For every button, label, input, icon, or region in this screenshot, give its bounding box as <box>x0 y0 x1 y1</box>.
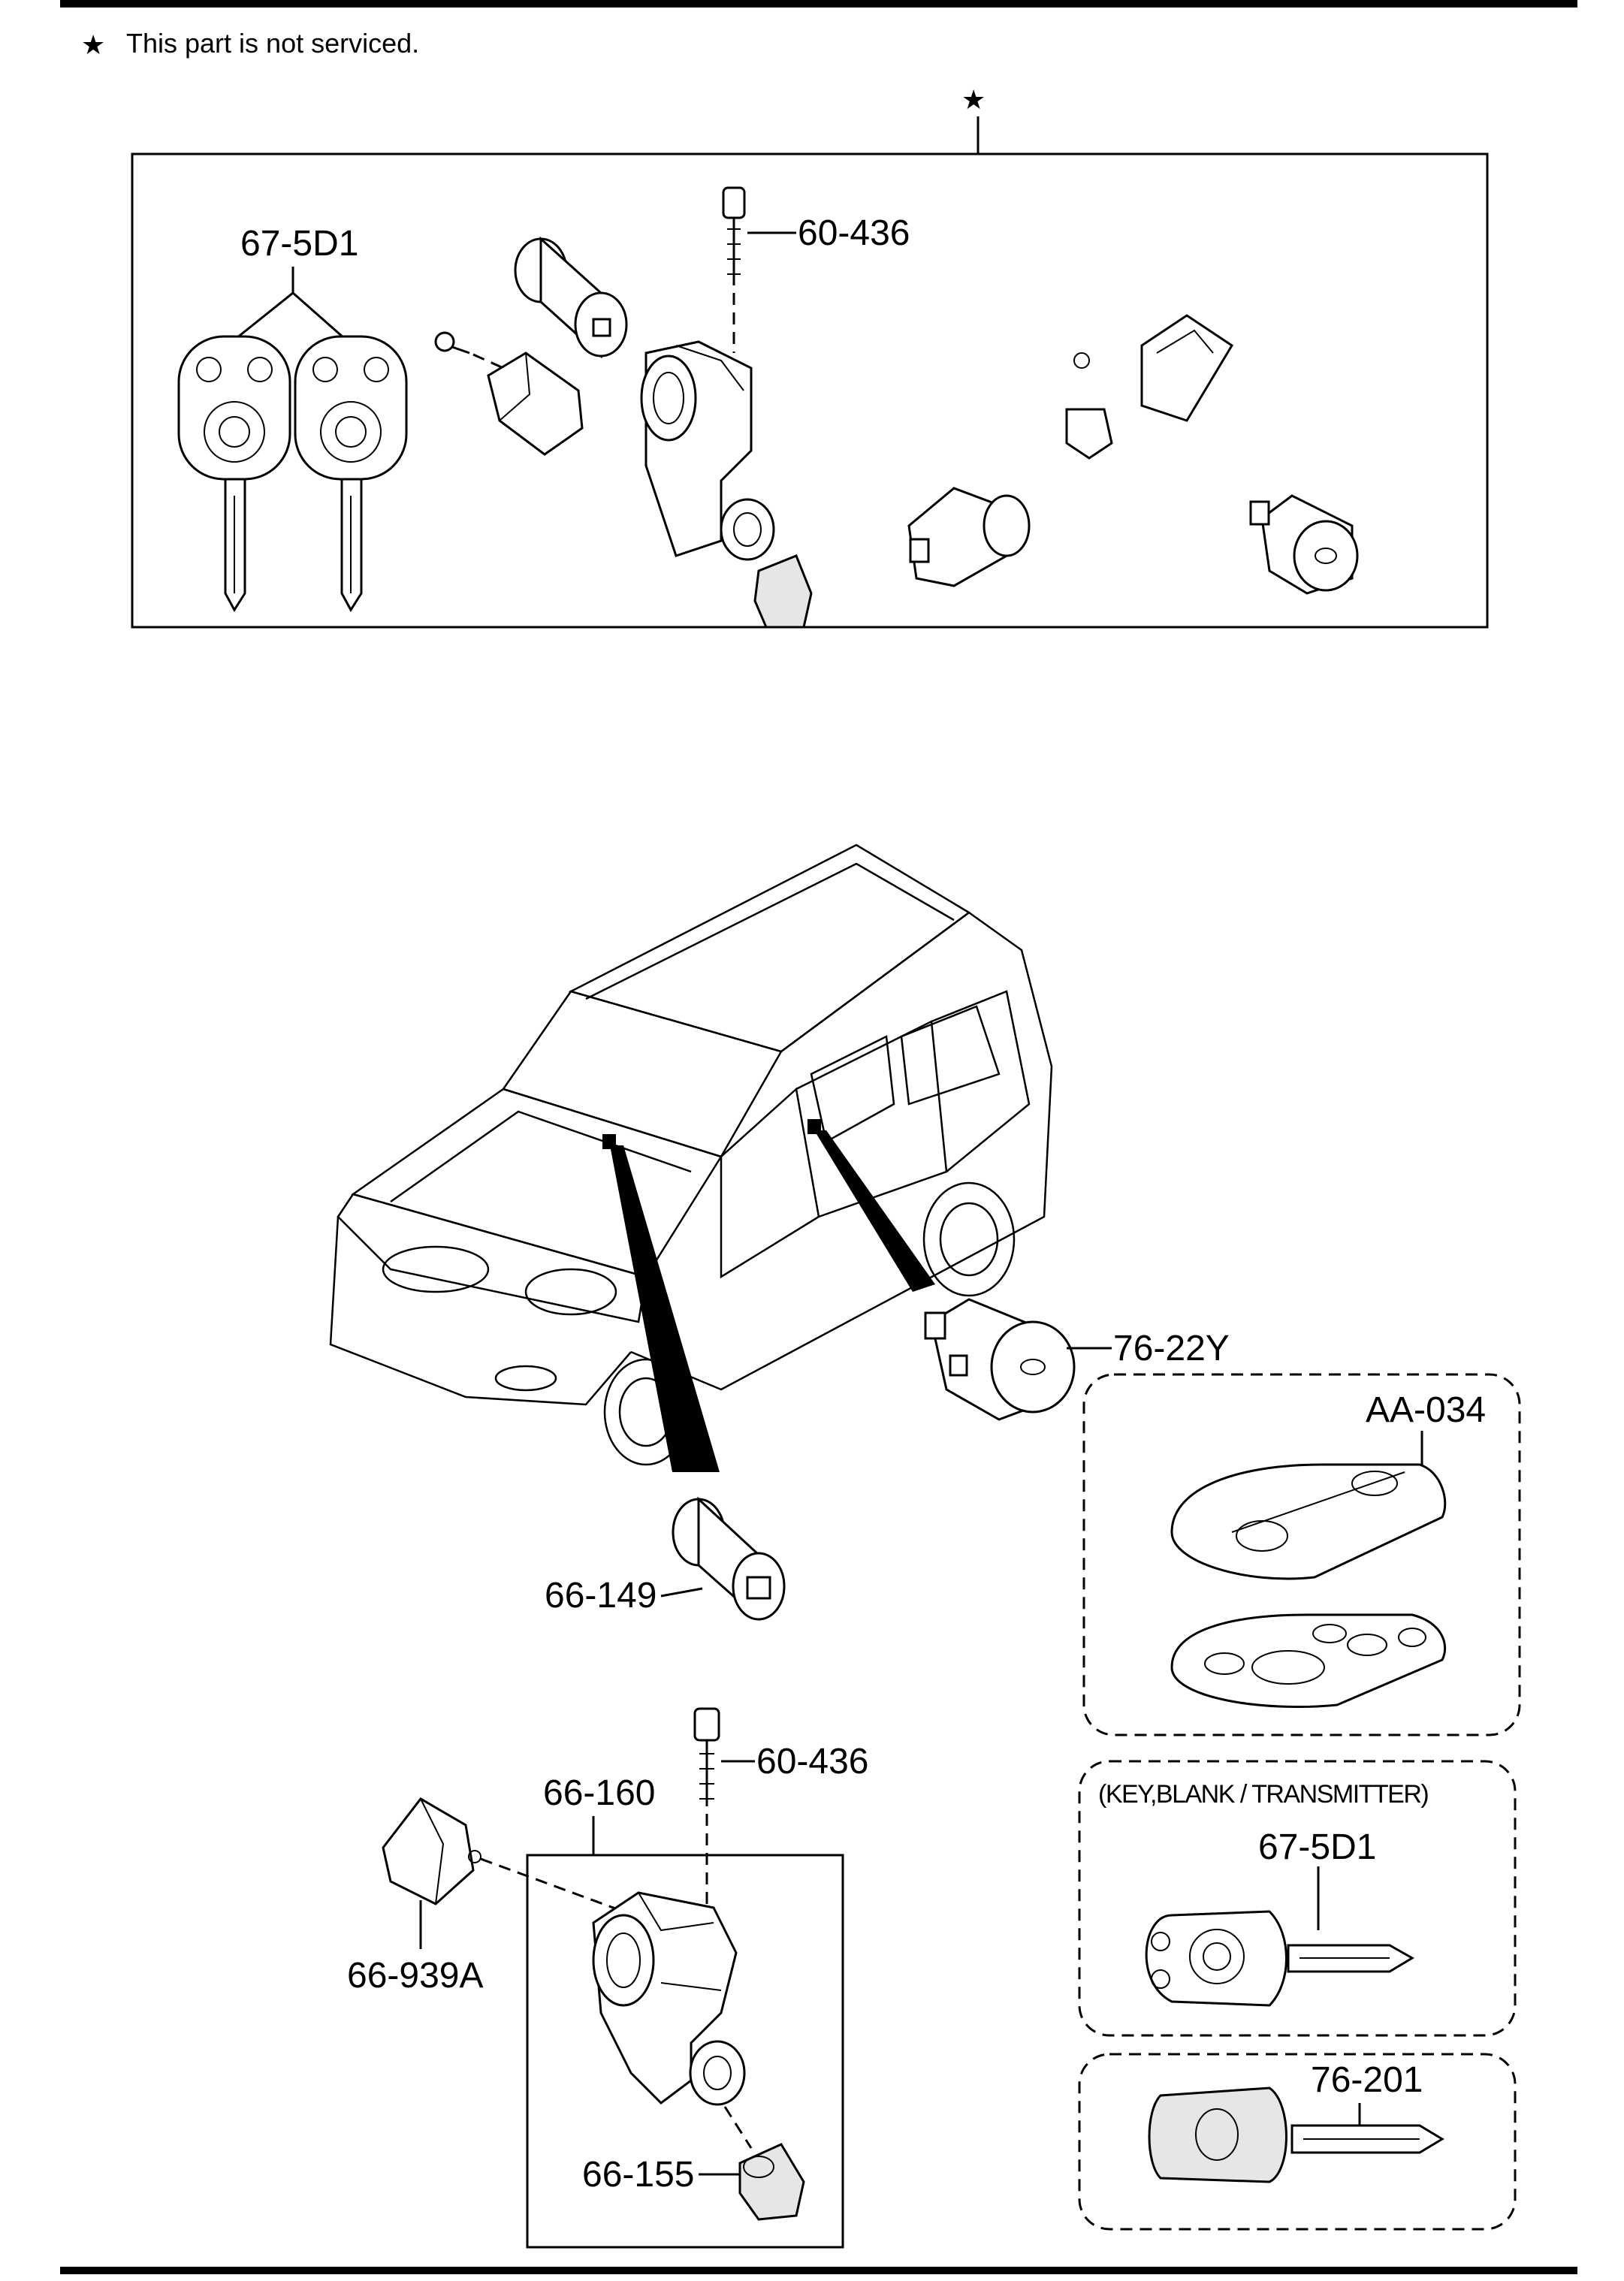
label-door-lock-cylinder: 76-22Y <box>1113 1329 1230 1368</box>
remote-key-1 <box>177 335 291 612</box>
label-steering-lock: 66-160 <box>543 1773 655 1813</box>
label-knob: 66-155 <box>582 2155 694 2195</box>
bolt-bottom <box>693 1707 720 1806</box>
label-transmitter: 67-5D1 <box>1258 1827 1376 1867</box>
label-keys-top: 67-5D1 <box>240 224 358 264</box>
aa034-box: AA-034 <box>1082 1373 1521 1736</box>
remote-key-2 <box>294 335 408 612</box>
key-blank <box>1148 2086 1444 2183</box>
clip-top <box>1073 352 1090 369</box>
steering-lock-box <box>526 1854 844 2249</box>
unserviced-box <box>131 152 1489 629</box>
ignition-cylinder-top <box>1249 494 1359 595</box>
label-key-blank: 76-201 <box>1311 2060 1423 2100</box>
door-lock-cylinder <box>924 1298 1076 1421</box>
label-bolt-top: 60-436 <box>798 213 910 253</box>
cylinder-top <box>514 236 628 359</box>
cover-top <box>487 352 584 456</box>
screw-top <box>434 331 470 355</box>
transmitter-caption: (KEY,BLANK / TRANSMITTER) <box>1098 1780 1428 1809</box>
bolt-top <box>722 186 746 285</box>
bracket-top <box>1065 408 1113 460</box>
transmitter-cover-top <box>1170 1463 1447 1580</box>
note-text: This part is not serviced. <box>126 28 419 59</box>
unserviced-group: ★ 67-5D1 <box>131 84 1489 629</box>
steering-lock-top <box>640 340 775 561</box>
label-ignition-cylinder: 66-149 <box>545 1576 657 1616</box>
knob-bottom <box>738 2143 805 2221</box>
label-bolt-bottom: 60-436 <box>756 1742 868 1782</box>
top-rule <box>60 0 1577 8</box>
note-star-icon: ★ <box>81 29 105 60</box>
holder-top <box>1140 314 1234 422</box>
ignition-cylinder <box>672 1496 786 1622</box>
vehicle <box>329 843 1053 1472</box>
label-cover: 66-939A <box>347 1956 483 1996</box>
transmitter-key <box>1145 1910 1414 2007</box>
knob-top <box>753 554 813 629</box>
cover-bottom <box>382 1797 481 1905</box>
key-blank-box: 76-201 <box>1078 2053 1517 2231</box>
transmitter-pad-bottom <box>1170 1613 1447 1709</box>
label-aa034: AA-034 <box>1366 1390 1486 1430</box>
bottom-rule <box>60 2267 1577 2274</box>
steering-lock-housing <box>592 1891 746 2106</box>
door-cylinder-top <box>907 487 1031 587</box>
transmitter-box: (KEY,BLANK / TRANSMITTER) 67-5D1 <box>1078 1760 1517 2037</box>
unserviced-star-icon: ★ <box>961 84 986 115</box>
